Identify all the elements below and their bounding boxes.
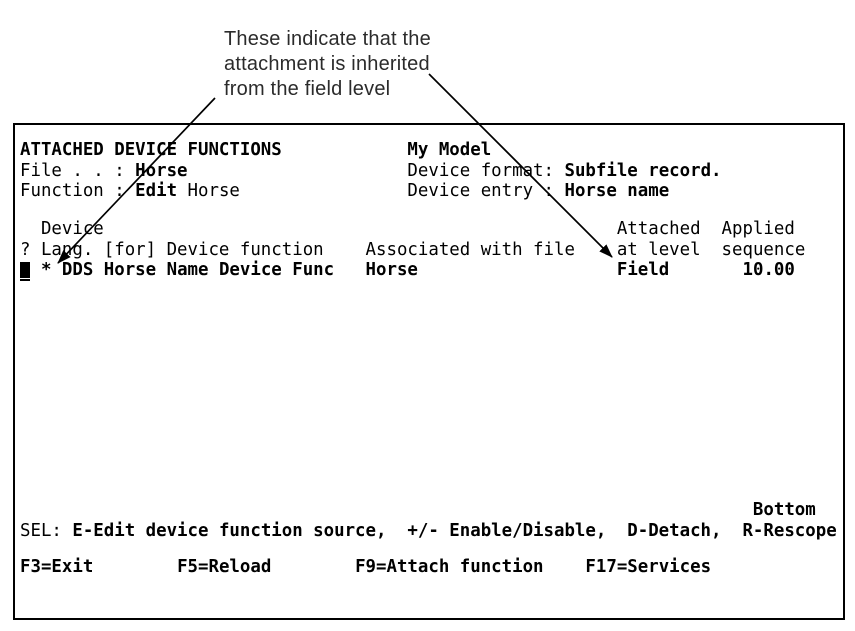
text-segment (544, 557, 586, 577)
column-header-row-1: Device Attached Applied (20, 219, 795, 240)
annotation-note: These indicate that the attachment is in… (224, 27, 431, 102)
text-segment: F5=Reload (177, 556, 272, 577)
text-segment (324, 240, 366, 260)
selection-input-cursor[interactable] (20, 262, 31, 281)
text-segment (188, 161, 408, 181)
column-header-row-2: ? Lang. [for] Device function Associated… (20, 240, 805, 261)
text-segment (282, 140, 408, 160)
text-segment (271, 557, 355, 577)
title-row: ATTACHED DEVICE FUNCTIONS My Model (20, 140, 491, 161)
text-segment: Associated with file (365, 239, 575, 260)
annotation-line: These indicate that the (224, 28, 431, 50)
text-segment: Bottom (752, 500, 816, 520)
text-segment: ? Lang. [for] Device function (20, 239, 324, 260)
text-segment: Attached Applied (616, 219, 795, 239)
device-function-record-row: * DDS Horse Name Device Func Horse Field… (20, 260, 795, 281)
function-row: Function : Edit Horse Device entry : Hor… (20, 181, 669, 202)
text-segment: F3=Exit (20, 556, 94, 577)
text-segment (334, 260, 365, 280)
text-segment: Function : (20, 181, 136, 201)
text-segment: Horse (135, 160, 188, 181)
text-segment: Horse (365, 260, 418, 280)
text-segment: * DDS Horse Name Device Func (40, 260, 335, 280)
text-segment: at level sequence (616, 239, 806, 260)
text-segment: Field (616, 260, 670, 280)
text-segment: Horse (177, 181, 240, 201)
text-segment: Device entry : (407, 181, 565, 201)
text-segment (575, 240, 617, 260)
text-segment: E-Edit device function source, +/- Enabl… (72, 520, 837, 541)
text-segment (93, 557, 177, 577)
file-row: File . . : Horse Device format: Subfile … (20, 161, 722, 182)
text-segment (418, 260, 617, 280)
text-segment: F9=Attach function (355, 556, 544, 577)
bottom-indicator-row: Bottom (20, 500, 816, 521)
text-segment: Subfile record. (564, 160, 722, 181)
text-segment: Device format: (407, 160, 565, 181)
selection-options-row: SEL: E-Edit device function source, +/- … (20, 521, 837, 542)
text-segment: File . . : (20, 160, 136, 181)
text-segment: Horse name (564, 181, 670, 201)
text-segment (240, 181, 408, 201)
text-segment: 10.00 (742, 260, 795, 280)
text-segment (20, 500, 753, 520)
text-segment: SEL: (20, 520, 73, 541)
text-segment (104, 219, 617, 239)
text-segment (669, 260, 742, 280)
text-segment: My Model (407, 140, 492, 160)
annotation-line: attachment is inherited (224, 53, 430, 75)
text-segment: Edit (135, 181, 178, 201)
text-segment: ATTACHED DEVICE FUNCTIONS (20, 140, 282, 160)
text-segment: Device (20, 219, 104, 239)
text-segment: F17=Services (585, 556, 712, 577)
function-keys-row: F3=Exit F5=Reload F9=Attach function F17… (20, 557, 711, 578)
annotation-line: from the field level (224, 78, 391, 100)
